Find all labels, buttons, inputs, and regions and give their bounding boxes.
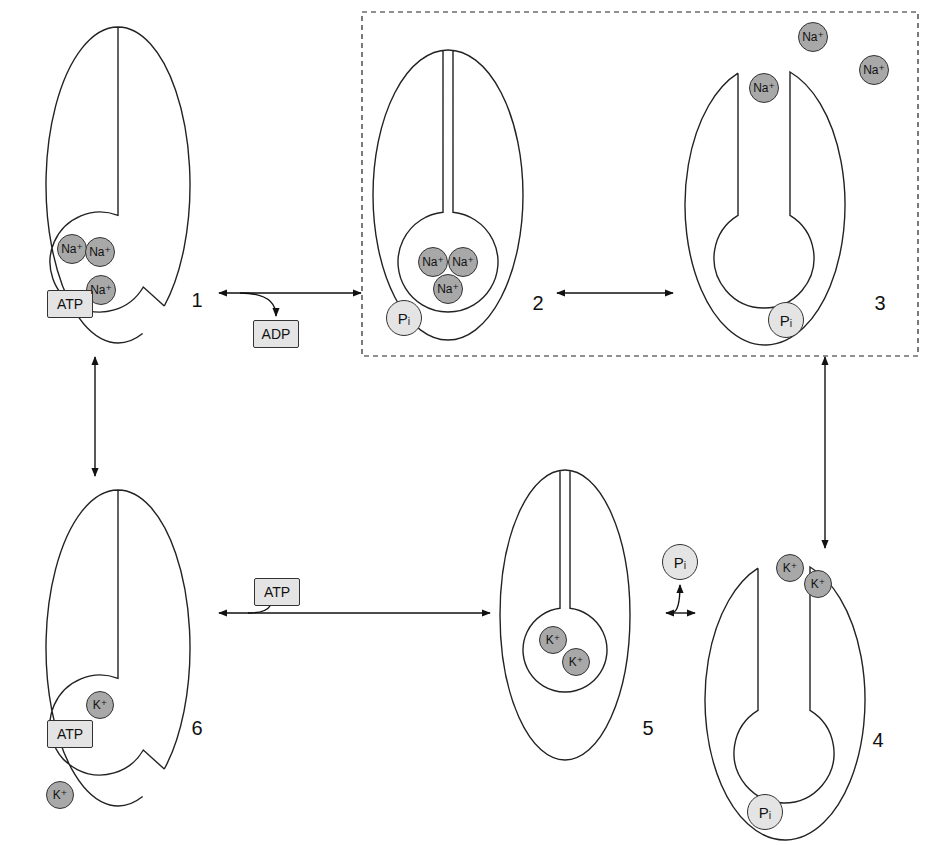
phosphate-circle: Pᵢ <box>768 302 804 338</box>
phosphate-circle: Pᵢ <box>386 300 422 336</box>
state-number-holder: 2 <box>532 293 543 313</box>
pump-outline-path <box>46 490 190 806</box>
nucleotide-label: ATP <box>57 297 83 311</box>
state-number-holder: 5 <box>642 718 653 738</box>
pump-state: 6K⁺ATP <box>40 483 212 813</box>
phosphate-circle: Pᵢ <box>662 544 698 580</box>
ion-circle: Na⁺ <box>798 22 828 52</box>
ion-label: Na⁺ <box>422 256 444 268</box>
pump-outline-path <box>705 567 865 840</box>
phosphate-label: Pᵢ <box>780 313 792 328</box>
ion-label: K⁺ <box>811 578 825 590</box>
nucleotide-label: ATP <box>264 585 290 599</box>
pump-outline-path <box>373 50 523 340</box>
transition-arrow <box>219 292 361 293</box>
state-number-holder: 1 <box>191 290 202 310</box>
release-branch <box>240 293 276 316</box>
transition-arrow <box>94 357 95 476</box>
ion-circle: Na⁺ <box>418 247 448 277</box>
state-number: 4 <box>872 730 883 750</box>
ion-label: Na⁺ <box>452 256 474 268</box>
ion-circle: Na⁺ <box>859 55 889 85</box>
phosphate-label: Pᵢ <box>398 311 410 326</box>
ion-label: K⁺ <box>783 562 797 574</box>
state-number: 3 <box>874 293 885 313</box>
ion-label: Na⁺ <box>61 243 83 255</box>
ion-circle: K⁺ <box>539 626 567 654</box>
phosphate-label: Pᵢ <box>674 555 686 570</box>
transition-arrow <box>557 292 673 293</box>
nucleotide-box: ADP <box>253 320 299 348</box>
ion-circle: K⁺ <box>46 781 74 809</box>
pump-state: 3 Na⁺ Pᵢ <box>680 60 895 350</box>
pump-outline <box>368 45 550 345</box>
dashed-group-frame <box>362 12 918 356</box>
transition-arrow <box>219 612 490 613</box>
pump-outline <box>497 465 659 765</box>
pump-outline-path <box>500 470 630 760</box>
nucleotide-box: ATP <box>47 720 93 748</box>
ion-label: Na⁺ <box>863 64 885 76</box>
ion-circle: K⁺ <box>562 648 590 676</box>
ion-label: Na⁺ <box>753 82 775 94</box>
state-number: 5 <box>642 718 653 738</box>
ion-label: K⁺ <box>53 789 67 801</box>
nucleotide-label: ADP <box>262 327 291 341</box>
nucleotide-box: ATP <box>47 290 93 318</box>
release-branch <box>672 585 680 613</box>
ion-label: Na⁺ <box>89 246 111 258</box>
ion-circle: K⁺ <box>86 691 114 719</box>
ion-circle: Na⁺ <box>749 73 779 103</box>
ion-label: Na⁺ <box>802 31 824 43</box>
pump-outline-path <box>685 72 845 345</box>
ion-circle: K⁺ <box>804 570 832 598</box>
binding-branch <box>248 606 270 613</box>
pump-outline <box>702 555 892 843</box>
ion-circle: K⁺ <box>776 554 804 582</box>
pump-state: 5 K⁺ K⁺ <box>497 465 659 765</box>
transition-arrow <box>824 357 825 548</box>
pump-state: 2 Na⁺ Na⁺ Na⁺ Pᵢ <box>368 45 550 345</box>
ion-circle: Na⁺ <box>448 247 478 277</box>
pump-outline-path <box>46 27 190 343</box>
state-number-holder: 4 <box>872 730 883 750</box>
ion-circle: Na⁺ <box>57 234 87 264</box>
pump-state: 1 Na⁺ Na⁺ Na⁺ ATP <box>40 20 212 350</box>
ion-label: K⁺ <box>546 634 560 646</box>
ion-circle: Na⁺ <box>85 237 115 267</box>
state-number: 2 <box>532 293 543 313</box>
nucleotide-box: ATP <box>254 578 300 606</box>
ion-label: Na⁺ <box>437 283 459 295</box>
nucleotide-label: ATP <box>57 727 83 741</box>
state-number: 1 <box>191 290 202 310</box>
ion-label: Na⁺ <box>90 284 112 296</box>
ion-label: K⁺ <box>569 656 583 668</box>
transition-arrow <box>666 612 695 613</box>
pump-state: 4 K⁺ K⁺ Pᵢ <box>702 555 892 843</box>
state-number-holder: 3 <box>874 293 885 313</box>
state-number-holder: 6 <box>191 718 202 738</box>
ion-circle: Na⁺ <box>433 274 463 304</box>
pump-outline <box>40 483 212 813</box>
state-number: 6 <box>191 718 202 738</box>
phosphate-circle: Pᵢ <box>747 794 783 830</box>
phosphate-label: Pᵢ <box>759 805 771 820</box>
ion-label: K⁺ <box>93 699 107 711</box>
